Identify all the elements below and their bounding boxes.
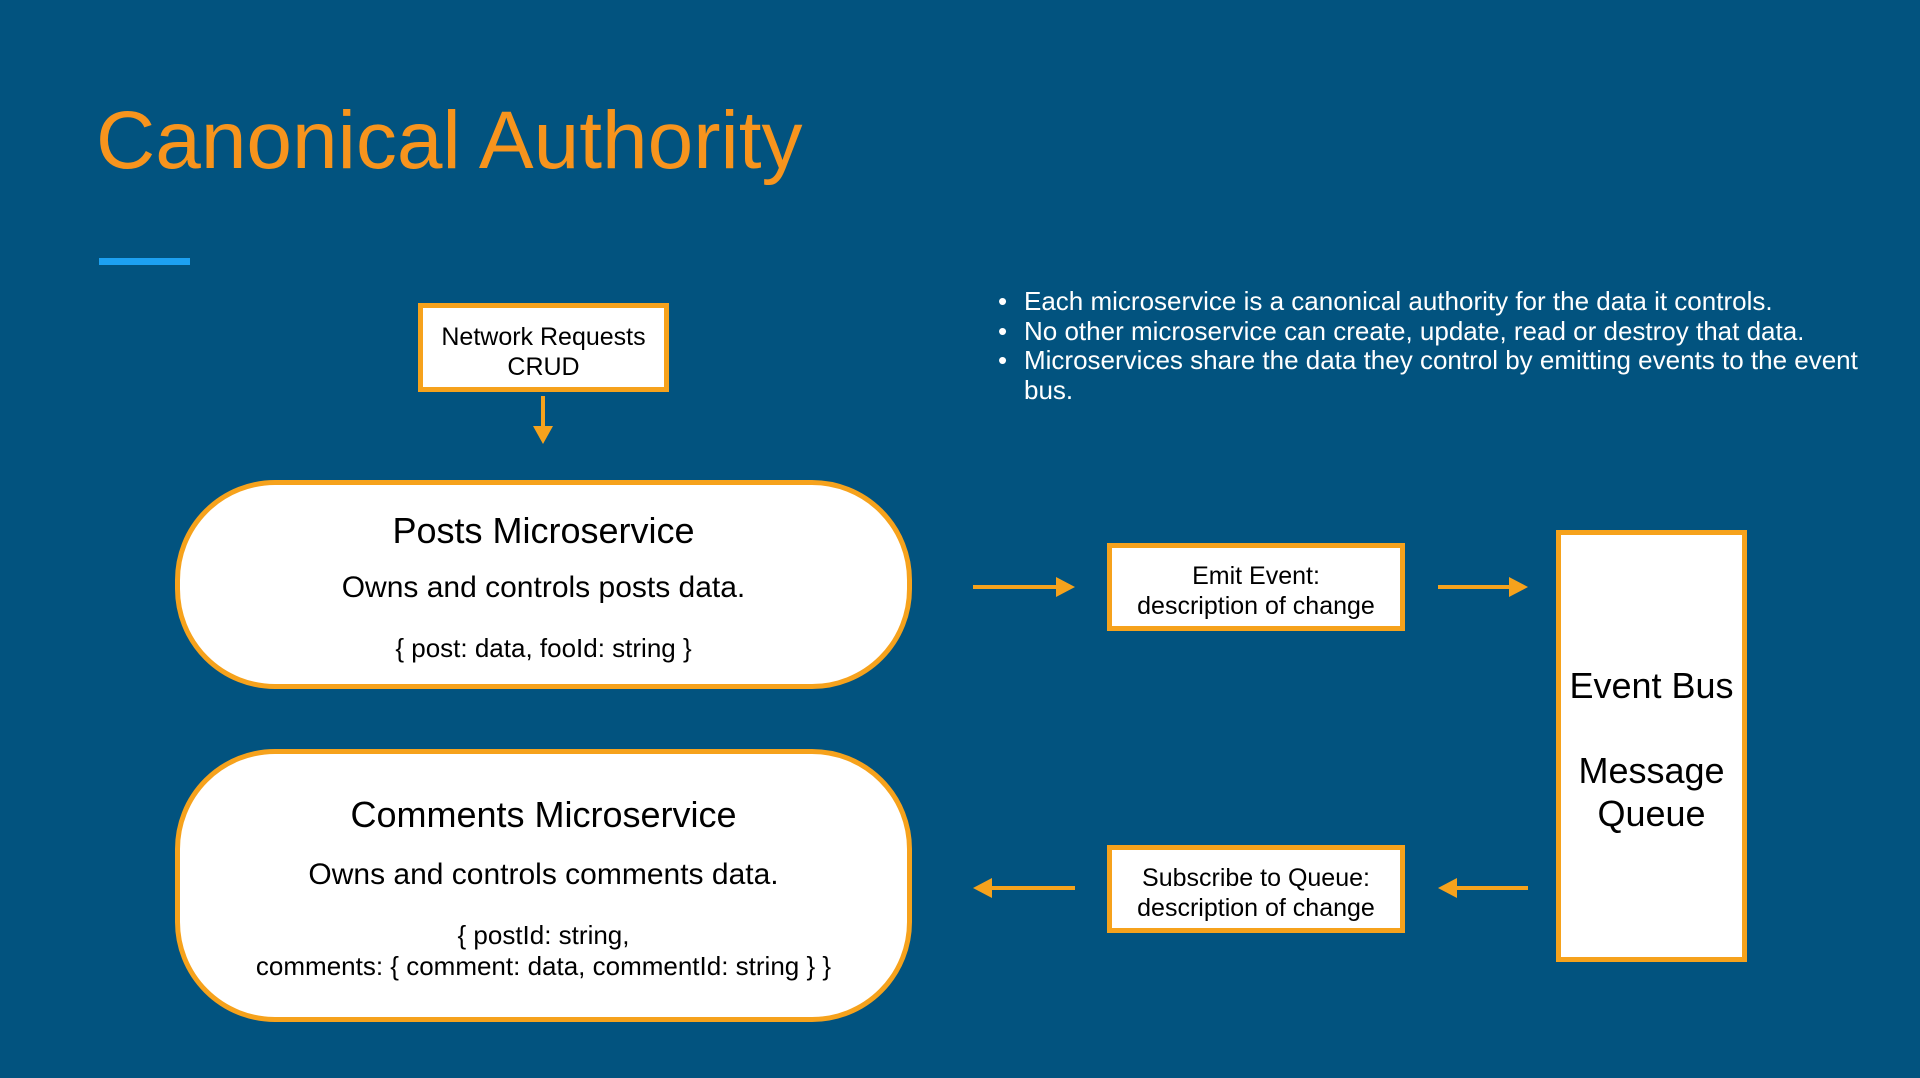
subscribe-queue-label: Subscribe to Queue: [1142,864,1370,892]
subscribe-queue-box: Subscribe to Queue: description of chang… [1107,845,1405,933]
posts-microservice-box: Posts Microservice Owns and controls pos… [175,480,912,689]
emit-event-box: Emit Event: description of change [1107,543,1405,631]
comments-service-title: Comments Microservice [350,794,737,835]
posts-service-description: Owns and controls posts data. [341,571,746,604]
comments-microservice-box: Comments Microservice Owns and controls … [175,749,912,1022]
arrow-down-to-posts [533,396,553,444]
crud-label: CRUD [507,353,580,381]
subscribe-queue-description: description of change [1137,894,1375,922]
event-bus-box: Event Bus Message Queue [1556,530,1747,962]
comments-schema-line-2: comments: { comment: data, commentId: st… [255,951,832,981]
bullet-item: No other microservice can create, update… [996,316,1866,347]
posts-service-title: Posts Microservice [392,510,695,551]
comments-service-schema: { postId: string, comments: { comment: d… [180,920,907,982]
bullet-list: Each microservice is a canonical authori… [996,286,1866,405]
event-bus-label: Event Bus [1569,665,1734,706]
slide-title: Canonical Authority [96,95,803,186]
message-label: Message [1578,750,1725,791]
comments-service-description: Owns and controls comments data. [308,858,779,891]
arrow-posts-to-emit [973,577,1075,597]
network-requests-label: Network Requests [441,323,646,351]
emit-event-description: description of change [1137,592,1375,620]
title-underline-bar [99,258,190,265]
posts-service-schema: { post: data, fooId: string } [395,633,692,663]
bullet-item: Each microservice is a canonical authori… [996,286,1866,317]
arrow-emit-to-bus [1438,577,1528,597]
network-requests-box: Network Requests CRUD [418,303,669,392]
emit-event-label: Emit Event: [1192,562,1320,590]
arrow-subscribe-to-comments [973,878,1075,898]
arrow-bus-to-subscribe [1438,878,1528,898]
bullet-item: Microservices share the data they contro… [996,345,1866,405]
comments-schema-line-1: { postId: string, [457,920,630,950]
message-queue-label: Message Queue [1561,749,1742,835]
queue-label: Queue [1597,793,1706,834]
